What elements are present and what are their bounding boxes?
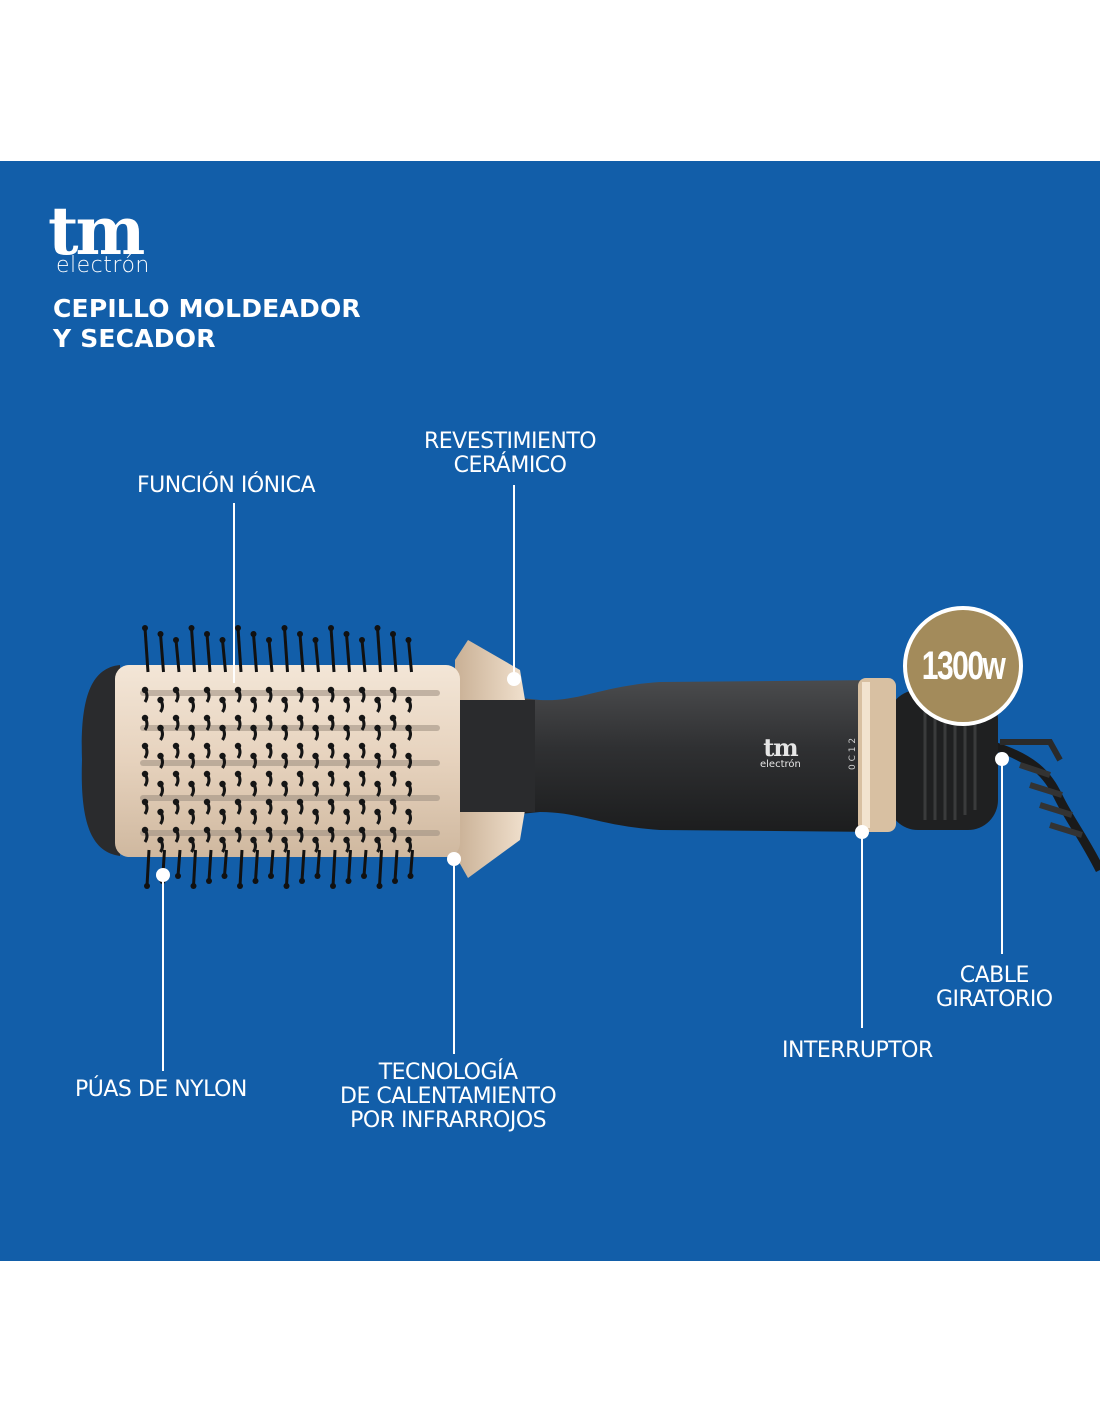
callout-switch: INTERRUPTOR xyxy=(782,1038,933,1063)
cable-spiral xyxy=(1019,762,1083,838)
marker-infrared xyxy=(447,852,461,866)
callout-ceramic-line1: REVESTIMIENTO xyxy=(424,429,597,454)
callout-infrared-heating: TECNOLOGÍA DE CALENTAMIENTO POR INFRARRO… xyxy=(340,1060,557,1133)
callout-cable-line1: CABLE xyxy=(959,963,1030,988)
callout-ceramic-coating: REVESTIMIENTO CERÁMICO xyxy=(424,429,597,478)
product-title-line1: CEPILLO MOLDEADOR xyxy=(53,294,361,323)
brand-logo-subtitle: electrón xyxy=(56,253,150,278)
marker-ceramic xyxy=(507,672,521,686)
leader-line-bristles xyxy=(162,875,164,1071)
callout-ionic-function: FUNCIÓN IÓNICA xyxy=(137,473,316,498)
callout-ceramic-line2: CERÁMICO xyxy=(453,453,567,478)
barrel-end-cap xyxy=(81,665,120,856)
handle-logo: tm electrón xyxy=(760,736,801,770)
nylon-bristles xyxy=(141,625,414,889)
power-cable xyxy=(988,740,1100,873)
leader-line-ionic xyxy=(233,503,235,683)
callout-infrared-line3: POR INFRARROJOS xyxy=(350,1108,547,1133)
handle xyxy=(440,680,880,832)
brand-logo: tm xyxy=(48,192,145,270)
callout-infrared-line2: DE CALENTAMIENTO xyxy=(340,1084,557,1109)
callout-swivel-cable: CABLE GIRATORIO xyxy=(936,964,1053,1012)
handle-logo-main: tm xyxy=(763,733,798,762)
product-title-line2: Y SECADOR xyxy=(53,324,216,353)
callout-nylon-bristles: PÚAS DE NYLON xyxy=(75,1077,247,1102)
leader-line-infrared xyxy=(453,858,455,1054)
switch-positions-label: 0 C 1 2 xyxy=(848,737,858,770)
power-badge-text: 1300w xyxy=(921,643,1006,688)
callout-cable-line2: GIRATORIO xyxy=(936,987,1053,1012)
product-title: CEPILLO MOLDEADOR Y SECADOR xyxy=(53,294,361,354)
marker-switch xyxy=(855,825,869,839)
leader-line-cable xyxy=(1001,762,1003,954)
handle-logo-sub: electrón xyxy=(760,759,801,770)
marker-bristles xyxy=(156,868,170,882)
power-badge: 1300w xyxy=(903,606,1023,726)
marker-cable xyxy=(995,752,1009,766)
callout-infrared-line1: TECNOLOGÍA xyxy=(378,1060,518,1085)
leader-line-switch xyxy=(861,832,863,1028)
leader-line-ceramic xyxy=(513,485,515,677)
cable-hook xyxy=(1000,739,1063,762)
